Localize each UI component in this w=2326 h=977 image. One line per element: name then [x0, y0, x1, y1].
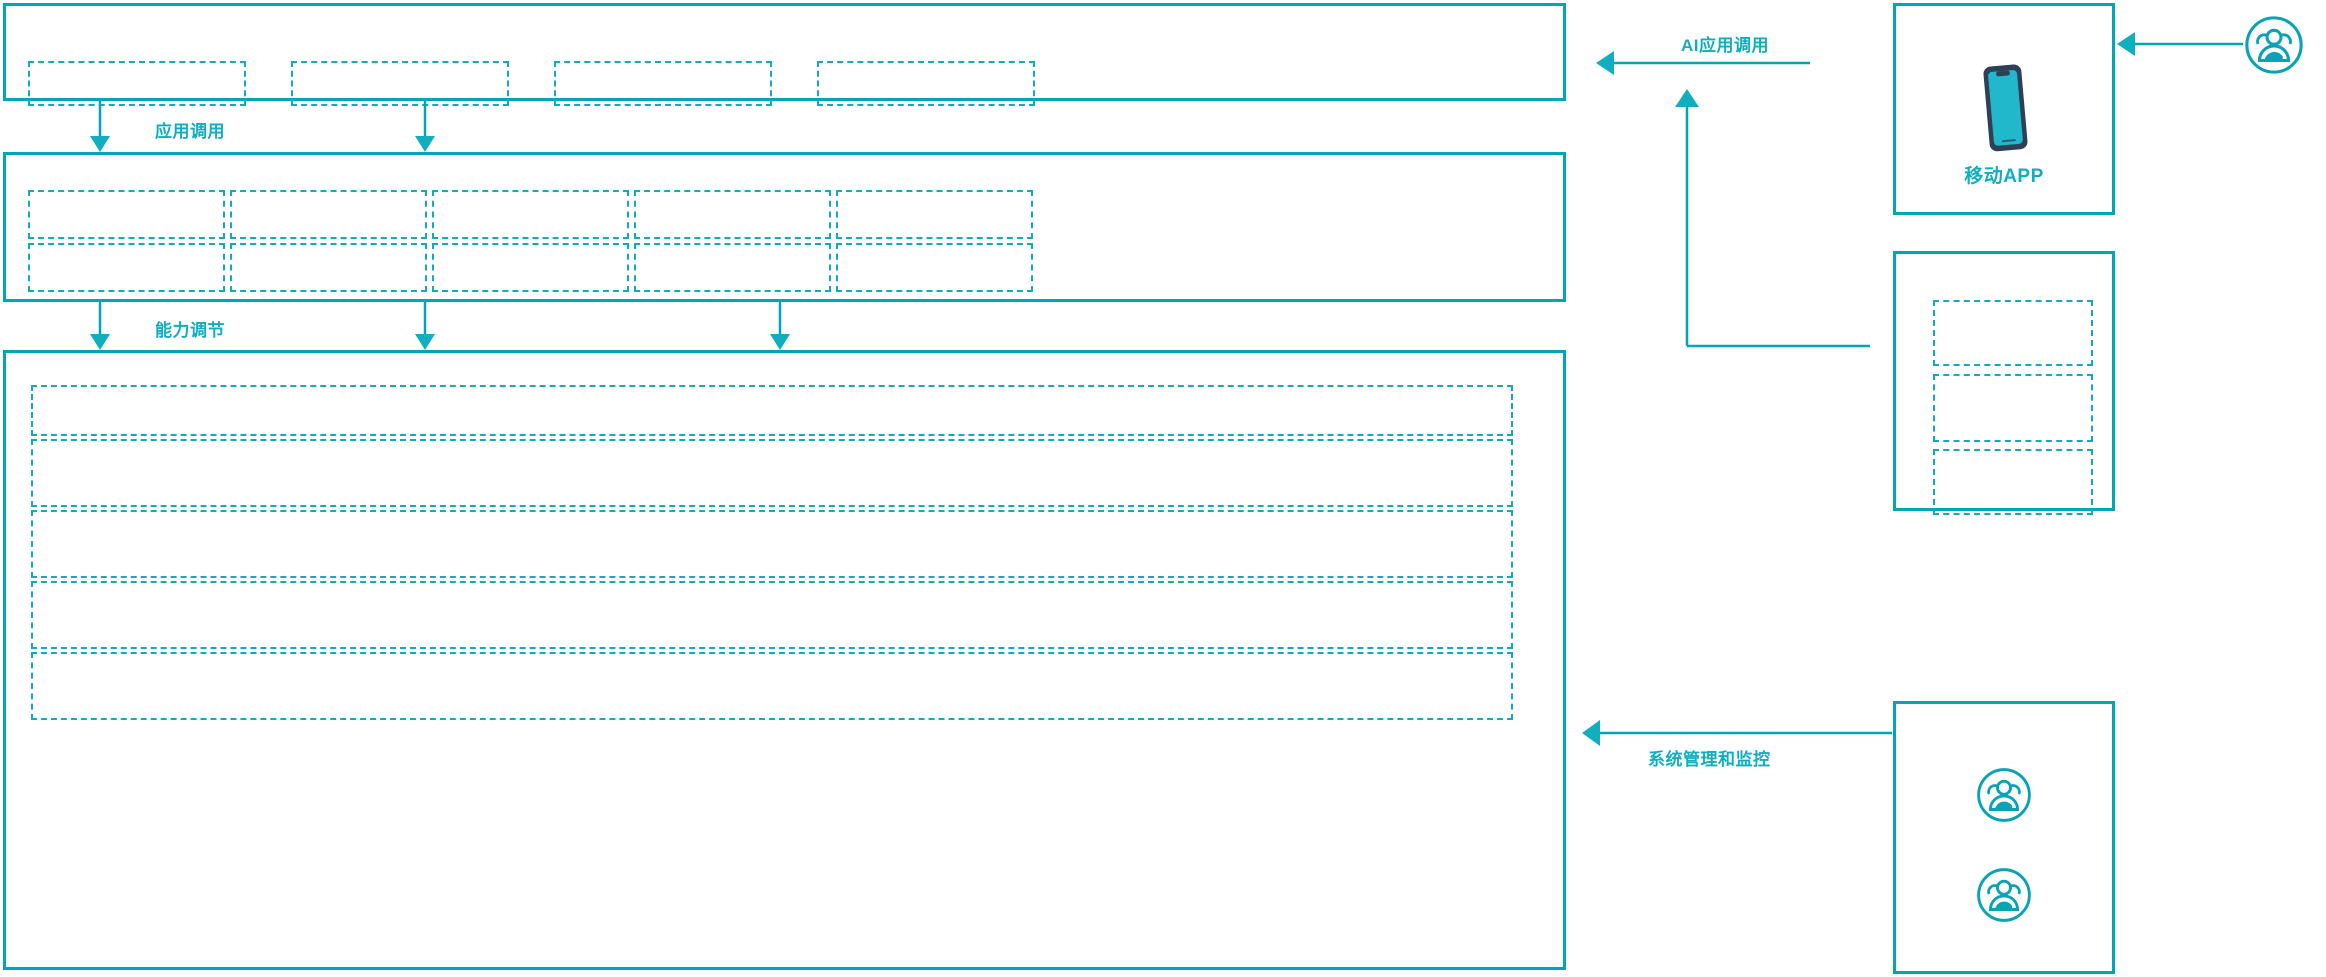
platform-row-2[interactable]	[31, 439, 1513, 507]
capability-slot-r1c1[interactable]	[28, 190, 225, 239]
channel-slot-1[interactable]	[1933, 300, 2093, 366]
capability-slot-r1c5[interactable]	[836, 190, 1033, 239]
application-slot-4[interactable]	[817, 61, 1035, 106]
platform-row-3[interactable]	[31, 510, 1513, 578]
channel-slot-2[interactable]	[1933, 374, 2093, 442]
channels-panel[interactable]	[1893, 251, 2115, 515]
operators-panel[interactable]	[1893, 701, 2115, 974]
ai-app-call-connector	[1596, 51, 1870, 348]
capability-slot-r1c4[interactable]	[634, 190, 831, 239]
platform-row-4[interactable]	[31, 581, 1513, 649]
end-user-icon	[2243, 14, 2305, 81]
channel-slot-3[interactable]	[1933, 449, 2093, 515]
application-slot-1[interactable]	[28, 61, 246, 106]
application-layer	[3, 3, 1566, 106]
capability-slot-r2c4[interactable]	[634, 243, 831, 292]
capability-slot-r2c3[interactable]	[432, 243, 629, 292]
ai-app-call-label: AI应用调用	[1681, 36, 1769, 55]
application-slot-2[interactable]	[291, 61, 509, 106]
mobile-app-label: 移动APP	[1964, 166, 2044, 187]
application-slot-3[interactable]	[554, 61, 772, 106]
capability-slot-r1c2[interactable]	[230, 190, 427, 239]
capability-layer	[3, 152, 1566, 302]
platform-row-1[interactable]	[31, 385, 1513, 436]
platform-row-5[interactable]	[31, 652, 1513, 720]
capability-adjust-connector	[90, 300, 790, 350]
capability-adjust-label: 能力调节	[155, 321, 225, 340]
operator-user-group-icon-1	[1896, 766, 2112, 829]
capability-slot-r2c1[interactable]	[28, 243, 225, 292]
system-admin-monitor-label: 系统管理和监控	[1648, 750, 1771, 769]
platform-layer	[3, 350, 1566, 970]
capability-slot-r2c2[interactable]	[230, 243, 427, 292]
user-to-app-connector	[2117, 32, 2243, 56]
app-call-connector	[90, 100, 435, 152]
capability-slot-r1c3[interactable]	[432, 190, 629, 239]
capability-slot-r2c5[interactable]	[836, 243, 1033, 292]
mobile-app-panel[interactable]: 移动APP	[1893, 3, 2115, 215]
mobile-phone-icon	[1896, 58, 2112, 163]
operator-user-group-icon-2	[1896, 866, 2112, 929]
app-call-label: 应用调用	[155, 122, 225, 141]
